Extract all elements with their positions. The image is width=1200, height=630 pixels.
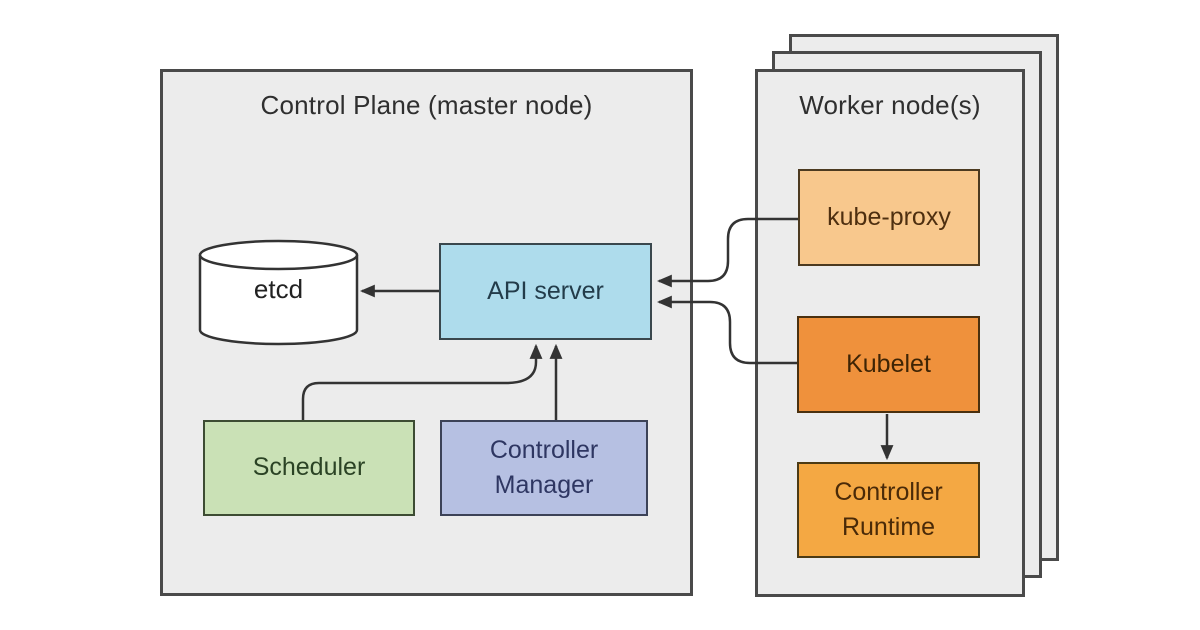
etcd-label: etcd (253, 274, 304, 304)
api-server-box: API server (439, 243, 652, 340)
scheduler-label: Scheduler (252, 453, 366, 482)
kube-proxy-box: kube-proxy (798, 169, 980, 266)
api-server-label: API server (487, 276, 604, 305)
worker-node-title: Worker node(s) (799, 90, 981, 120)
kube-proxy-label: kube-proxy (827, 202, 951, 231)
controller-manager-box: Controller Manager (440, 420, 648, 516)
kubelet-box: Kubelet (797, 316, 980, 413)
control-plane-title: Control Plane (master node) (260, 90, 593, 120)
controller-runtime-label: Controller Runtime (834, 477, 943, 542)
controller-runtime-box: Controller Runtime (797, 462, 980, 558)
scheduler-box: Scheduler (203, 420, 415, 516)
kubelet-label: Kubelet (846, 349, 931, 378)
controller-manager-label: Controller Manager (489, 435, 599, 500)
